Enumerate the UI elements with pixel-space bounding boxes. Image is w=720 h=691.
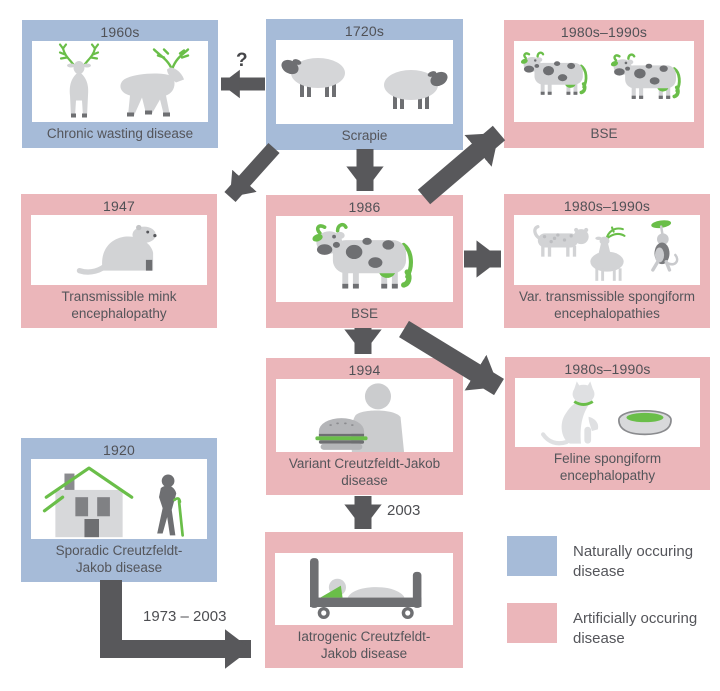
hospital-bed-icon xyxy=(310,558,422,619)
box-date: 1920 xyxy=(103,442,135,458)
disease-box-iatrogenic-cjd: Iatrogenic Creutzfeldt-Jakob disease xyxy=(265,532,463,668)
disease-box-variant-cjd: 1994 Variant Creutzfeldt-Jakob disease xyxy=(266,358,463,495)
person-hamburger-icon xyxy=(315,383,405,452)
house-elderly-man-icon xyxy=(42,466,184,538)
icon-panel xyxy=(276,216,453,302)
mink-icon xyxy=(76,224,157,275)
box-label: Var. transmissible spongiform encephalop… xyxy=(518,289,696,321)
disease-box-var-tse: 1980s–1990s xyxy=(504,194,710,328)
disease-box-sporadic-cjd: 1920 xyxy=(21,438,217,582)
box-date: 1994 xyxy=(348,362,381,378)
box-label: Transmissible mink encephalopathy xyxy=(61,289,177,321)
box-label: BSE xyxy=(350,306,378,321)
box-label: Scrapie xyxy=(341,128,388,143)
deer-pair-icon xyxy=(58,43,190,119)
box-date: 1980s–1990s xyxy=(564,361,651,377)
cat-food-bowl-icon xyxy=(541,381,672,446)
cow-pair-icon xyxy=(518,50,682,101)
food-bowl-icon xyxy=(618,409,672,436)
sheep-pair-icon xyxy=(279,57,450,109)
legend-item-artificial: Artificially occuring disease xyxy=(507,603,705,649)
disease-box-bse-outbreak: 1980s–1990s BSE xyxy=(504,20,704,148)
disease-box-mink: 1947 Transmissible mink encephalopathy xyxy=(21,194,217,328)
legend-item-natural: Naturally occuring disease xyxy=(507,536,705,582)
antelope-icon xyxy=(590,226,626,281)
leopard-icon xyxy=(533,225,589,257)
disease-box-bse: 1986 BSE xyxy=(266,195,463,328)
disease-box-feline: 1980s–1990s Feline spongiform encepha xyxy=(505,357,710,490)
box-label: Sporadic Creutzfeldt-Jakob disease xyxy=(55,543,183,575)
icon-panel xyxy=(514,215,700,285)
legend-label-artificial: Artificially occuring disease xyxy=(573,610,698,647)
box-label: Iatrogenic Creutzfeldt-Jakob disease xyxy=(297,629,431,661)
year-2003-label: 2003 xyxy=(387,502,421,519)
box-date: 1980s–1990s xyxy=(563,198,651,214)
box-label: Variant Creutzfeldt-Jakob disease xyxy=(288,456,441,488)
wild-animals-icon xyxy=(533,220,679,281)
cow-icon xyxy=(276,216,453,302)
box-label: Feline spongiform encephalopathy xyxy=(553,451,662,483)
house-icon xyxy=(42,466,134,538)
icon-panel xyxy=(32,41,208,122)
box-date: 1960s xyxy=(100,24,140,40)
range-1973-2003-label: 1973 – 2003 xyxy=(143,608,227,625)
monkey-icon xyxy=(651,220,679,272)
box-date: 1947 xyxy=(103,198,135,214)
box-date xyxy=(275,535,453,553)
hamburger-icon xyxy=(315,418,368,450)
legend-swatch-artificial xyxy=(507,603,557,643)
icon-panel xyxy=(275,553,453,625)
box-date: 1980s–1990s xyxy=(560,24,648,40)
elderly-man-icon xyxy=(157,474,184,537)
box-date: 1986 xyxy=(348,199,381,215)
icon-panel xyxy=(31,215,207,285)
arrow-scrapie-to-mink xyxy=(224,142,280,203)
icon-panel xyxy=(515,378,700,447)
legend-label-natural: Naturally occuring disease xyxy=(573,543,694,580)
icon-panel xyxy=(31,459,207,539)
box-date: 1720s xyxy=(344,23,385,39)
icon-panel xyxy=(276,40,453,124)
question-mark-label: ? xyxy=(236,50,248,71)
disease-box-chronic-wasting: 1960s Chronic wasting disease xyxy=(22,20,218,148)
cat-icon xyxy=(541,381,599,446)
disease-box-scrapie: 1720s Scrapie xyxy=(266,19,463,150)
icon-panel xyxy=(276,379,453,452)
icon-panel xyxy=(514,41,694,122)
legend-swatch-natural xyxy=(507,536,557,576)
box-label: BSE xyxy=(590,126,618,141)
box-label: Chronic wasting disease xyxy=(46,126,194,141)
